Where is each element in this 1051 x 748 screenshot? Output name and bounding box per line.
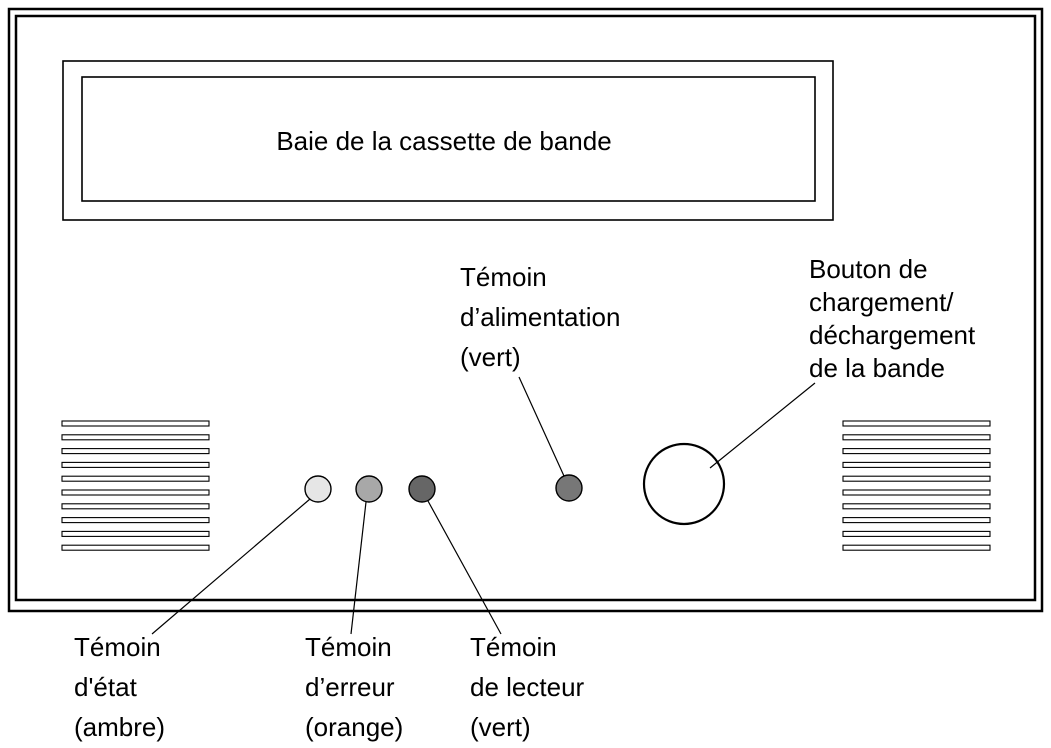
vent-grille-right <box>842 420 991 551</box>
vent-slat <box>61 475 210 482</box>
power-led-leader-line <box>518 376 565 477</box>
drive-inner-frame <box>14 14 1037 602</box>
vent-slat <box>842 461 991 468</box>
load-unload-button[interactable] <box>642 442 726 526</box>
status-led-leader-line <box>151 498 311 635</box>
status-led-callout: Témoin d'état (ambre) <box>74 632 168 742</box>
vent-slat <box>842 420 991 427</box>
vent-slat <box>61 530 210 537</box>
vent-slat <box>61 420 210 427</box>
vent-slat <box>842 503 991 510</box>
vent-slat <box>842 544 991 551</box>
vent-slat <box>61 434 210 441</box>
button-leader-line <box>709 382 816 469</box>
vent-slat <box>61 448 210 455</box>
tape-bay-label: Baie de la cassette de bande <box>276 126 611 156</box>
status-led <box>304 475 332 503</box>
vent-slat <box>61 503 210 510</box>
vent-slat <box>842 434 991 441</box>
tape-bay-inner <box>81 76 816 202</box>
error-led <box>355 475 383 503</box>
load-button-callout: Bouton de chargement/ déchargement de la… <box>809 254 982 383</box>
tape-bay-outer[interactable] <box>62 60 834 221</box>
vent-grille-left <box>61 420 210 551</box>
vent-slat <box>61 544 210 551</box>
vent-slat <box>842 489 991 496</box>
drive-led-callout: Témoin de lecteur (vert) <box>470 632 591 742</box>
drive-led-leader-line <box>427 500 502 635</box>
vent-slat <box>61 517 210 524</box>
drive-led <box>408 475 436 503</box>
vent-slat <box>842 448 991 455</box>
vent-slat <box>842 530 991 537</box>
error-led-leader-line <box>350 501 367 635</box>
drive-outer-frame <box>7 7 1044 613</box>
vent-slat <box>61 489 210 496</box>
power-led-callout: Témoin d’alimentation (vert) <box>460 262 628 372</box>
vent-slat <box>842 517 991 524</box>
power-led <box>555 474 583 502</box>
vent-slat <box>842 475 991 482</box>
error-led-callout: Témoin d’erreur (orange) <box>305 632 403 742</box>
vent-slat <box>61 461 210 468</box>
